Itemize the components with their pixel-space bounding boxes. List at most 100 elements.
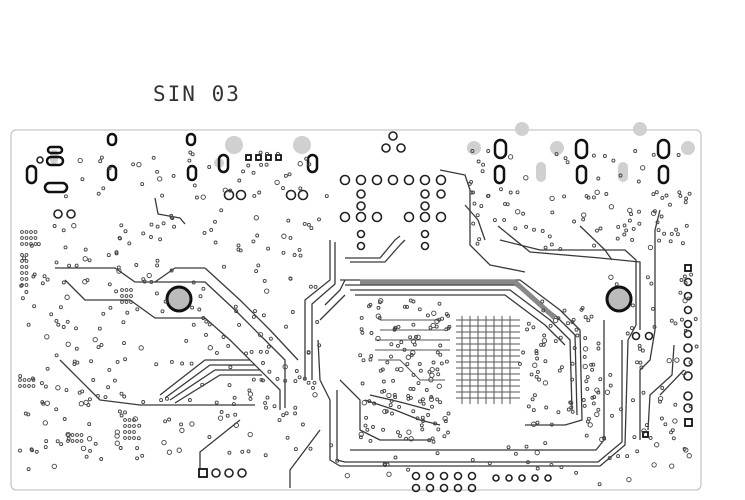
via [120, 288, 124, 292]
via [154, 291, 159, 296]
via [683, 328, 688, 333]
via [372, 401, 377, 406]
via [194, 195, 199, 200]
via [78, 401, 84, 407]
via [476, 159, 481, 164]
via [559, 365, 564, 370]
via [134, 263, 139, 267]
via [616, 224, 621, 229]
via [246, 163, 251, 168]
via [626, 476, 632, 483]
via [515, 209, 521, 215]
via [543, 359, 548, 364]
via [382, 408, 388, 415]
via [32, 304, 37, 309]
via [132, 418, 136, 422]
via [638, 360, 643, 365]
via [137, 423, 142, 428]
via [615, 236, 620, 241]
via [74, 263, 79, 268]
via [170, 216, 175, 221]
via [207, 435, 212, 439]
via [123, 436, 127, 440]
via [281, 233, 287, 239]
via [589, 362, 594, 367]
via [82, 256, 88, 262]
via [668, 239, 673, 244]
via [659, 214, 664, 219]
via [369, 331, 374, 335]
via [45, 277, 50, 282]
via [584, 433, 589, 438]
via [684, 223, 689, 228]
via [531, 408, 536, 413]
via [635, 449, 640, 454]
via [611, 158, 616, 163]
via [225, 413, 230, 418]
via [141, 277, 146, 282]
via [171, 173, 176, 178]
via [251, 377, 256, 382]
via [189, 421, 195, 427]
via [264, 162, 269, 167]
via [265, 151, 269, 156]
via [411, 322, 416, 327]
via [656, 228, 661, 233]
via [283, 378, 288, 383]
via [233, 412, 238, 417]
via [380, 367, 385, 372]
via [191, 280, 196, 285]
via [404, 436, 409, 441]
via [608, 274, 614, 280]
via [363, 423, 368, 428]
via [590, 367, 595, 372]
via [651, 192, 656, 197]
via [435, 451, 440, 456]
via [288, 235, 293, 240]
via [237, 322, 242, 327]
via [594, 189, 600, 195]
via [596, 407, 601, 412]
via [418, 368, 423, 373]
via [599, 436, 605, 443]
via [359, 327, 364, 332]
via [669, 318, 674, 323]
via [553, 339, 558, 344]
via [549, 195, 555, 202]
via [169, 359, 174, 364]
via [117, 409, 122, 414]
via [114, 440, 120, 446]
via [66, 433, 70, 437]
via [123, 430, 127, 434]
via [80, 445, 87, 452]
via [425, 313, 430, 318]
via [24, 242, 29, 246]
via [469, 190, 474, 195]
via [574, 327, 579, 332]
via [140, 182, 145, 187]
via [391, 378, 396, 383]
via [682, 274, 687, 279]
via [29, 242, 33, 246]
via [20, 253, 24, 257]
via [526, 321, 531, 326]
via [368, 438, 373, 443]
via [132, 424, 136, 428]
vias [18, 149, 699, 487]
via [261, 361, 265, 365]
via [389, 342, 394, 347]
via [499, 187, 503, 192]
via [607, 456, 612, 461]
via [200, 194, 206, 200]
via [507, 154, 514, 160]
via [163, 299, 168, 304]
via [306, 222, 311, 227]
via [44, 439, 49, 444]
via [475, 241, 480, 246]
via [31, 384, 36, 388]
via [226, 343, 231, 348]
via [129, 288, 133, 292]
via [446, 430, 450, 435]
via [360, 330, 365, 335]
via [275, 151, 280, 156]
